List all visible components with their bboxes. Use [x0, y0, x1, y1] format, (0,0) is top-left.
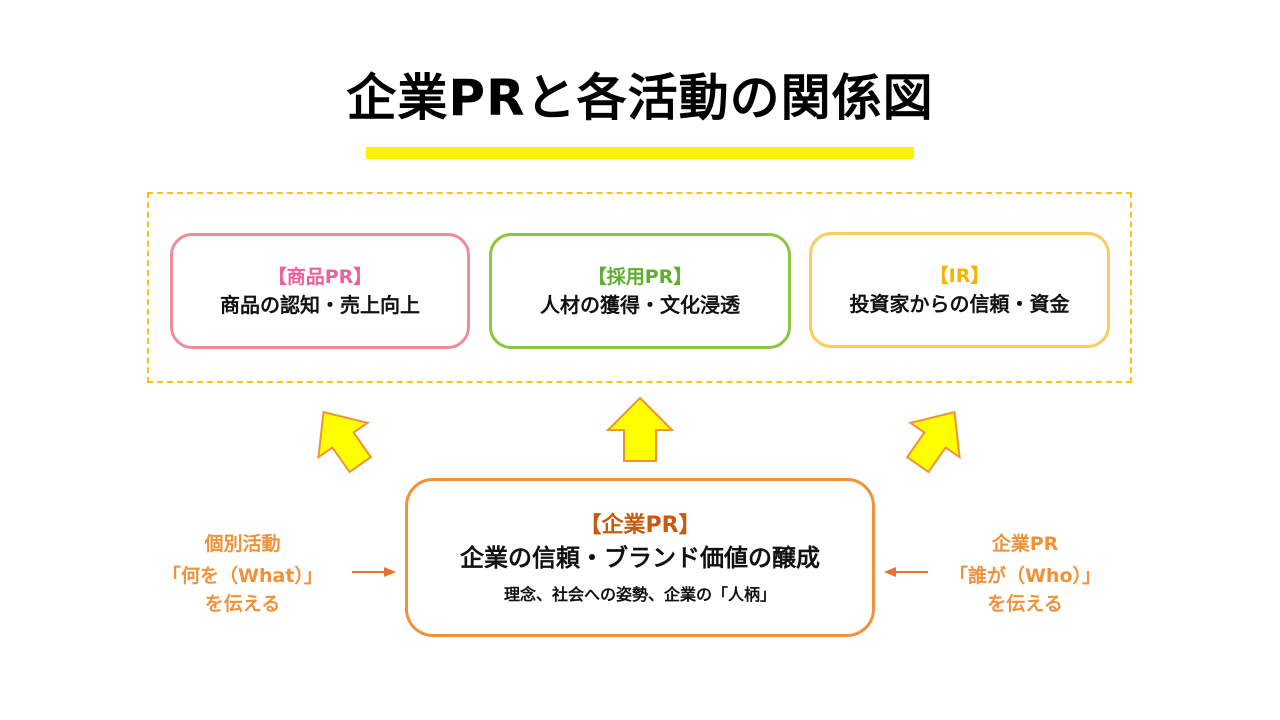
card-heading: 【商品PR】: [267, 265, 373, 288]
right-note-line2: 「誰が（Who）」: [948, 565, 1102, 587]
card-heading: 【採用PR】: [587, 265, 693, 288]
arrow-up-icon: [605, 396, 675, 462]
card-ir: 【IR】 投資家からの信頼・資金: [809, 232, 1110, 348]
right-note-line3: を伝える: [987, 593, 1063, 615]
core-heading: 【企業PR】: [579, 512, 701, 538]
title-underline: [366, 147, 914, 159]
arrow-up-right-icon: [905, 410, 961, 474]
core-subtext: 理念、社会への姿勢、企業の「人柄」: [503, 584, 776, 604]
card-description: 商品の認知・売上向上: [220, 292, 420, 317]
card-heading: 【IR】: [929, 264, 990, 287]
card-corporate-pr: 【企業PR】 企業の信頼・ブランド価値の醸成 理念、社会への姿勢、企業の「人柄」: [405, 478, 875, 637]
page-title: 企業PRと各活動の関係図: [346, 69, 934, 127]
card-product-pr: 【商品PR】 商品の認知・売上向上: [170, 233, 470, 349]
right-note: 企業PR 「誰が（Who）」 を伝える: [930, 528, 1120, 620]
arrow-up-left-icon: [317, 410, 373, 474]
arrow-left-icon: [884, 567, 928, 577]
core-description: 企業の信頼・ブランド価値の醸成: [460, 543, 820, 572]
left-note: 個別活動 「何を（What）」 を伝える: [150, 528, 335, 620]
card-description: 人材の獲得・文化浸透: [540, 292, 740, 317]
card-description: 投資家からの信頼・資金: [849, 291, 1070, 316]
left-note-line1: 個別活動: [204, 533, 281, 555]
arrow-right-icon: [352, 567, 396, 577]
activities-group-frame: [147, 192, 1132, 383]
left-note-line3: を伝える: [204, 593, 281, 615]
card-recruit-pr: 【採用PR】 人材の獲得・文化浸透: [489, 233, 791, 349]
left-note-line2: 「何を（What）」: [162, 565, 323, 587]
right-note-line1: 企業PR: [991, 533, 1059, 555]
